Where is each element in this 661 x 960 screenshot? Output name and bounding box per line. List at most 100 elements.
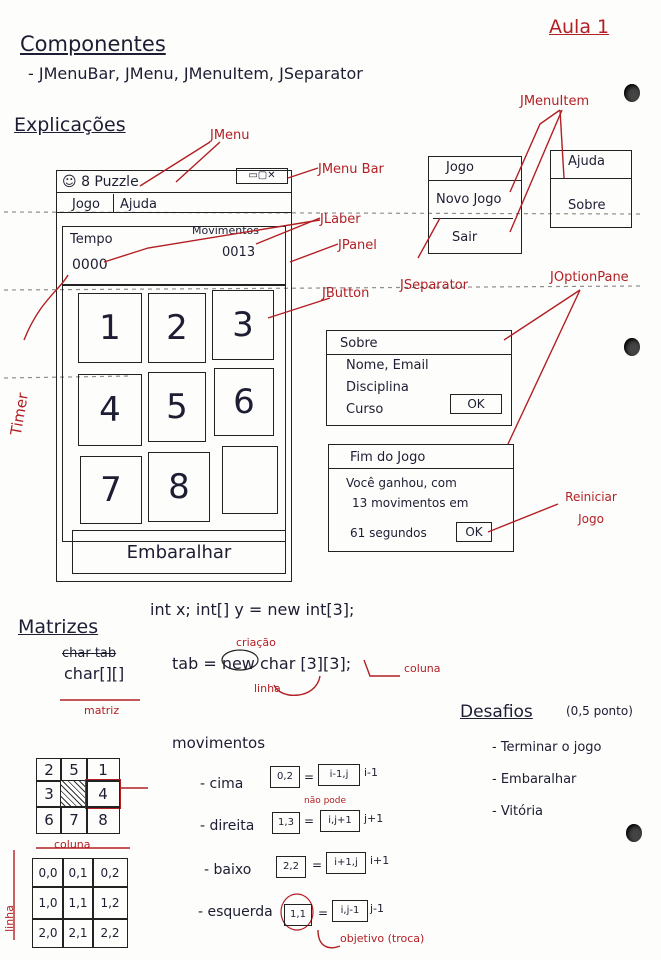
tempo-label: Tempo [70, 232, 113, 247]
label-jmenu: JMenu [210, 128, 250, 143]
menu-separator [113, 194, 114, 212]
index-cell: 0,2 [92, 858, 128, 888]
matrizes-code-2: tab = new char [3][3]; [172, 654, 352, 673]
movimentos-title: movimentos [172, 734, 266, 752]
puzzle-tile[interactable]: 1 [78, 293, 142, 363]
puzzle-tile[interactable]: 3 [212, 290, 274, 360]
punch-hole-middle [624, 338, 640, 356]
mov-label-direita: - direita [200, 818, 255, 834]
menu-item-sobre[interactable]: Sobre [568, 198, 606, 213]
desafio-item-3: - Vitória [492, 804, 544, 819]
sobre-dialog [326, 330, 512, 426]
mov-label-cima: - cima [200, 776, 244, 792]
fim-dialog [328, 444, 514, 552]
fim-title-divider [329, 468, 513, 469]
sobre-ok-label: OK [467, 397, 485, 411]
index-cell: 2,2 [92, 918, 128, 948]
mov-cell-direita: 1,3 [272, 812, 300, 834]
sobre-line-2: Disciplina [346, 380, 409, 395]
fim-dialog-title: Fim do Jogo [350, 450, 426, 465]
mov-label-baixo: - baixo [204, 862, 252, 878]
aula-label: Aula 1 [549, 16, 610, 38]
puzzle-tile[interactable]: 4 [78, 374, 142, 446]
mov-eq: = [312, 858, 323, 872]
puzzle-icon: ☺ [62, 174, 77, 190]
tempo-value: 0000 [72, 257, 108, 273]
index-cell: 1,1 [62, 886, 94, 920]
example-cell-empty [60, 780, 88, 808]
objetivo-note: objetivo (troca) [340, 932, 425, 945]
window-title: ☺ 8 Puzzle [62, 174, 139, 190]
fim-line-1: Você ganhou, com [346, 476, 457, 490]
mov-cell-esquerda: 1,1 [284, 904, 312, 926]
mov-note-cima: i-1 [364, 766, 379, 779]
info-panel [62, 226, 286, 286]
menu-separator-line [433, 218, 513, 219]
fim-ok-label: OK [465, 525, 483, 539]
window-frame [56, 170, 292, 582]
example-cell: 5 [60, 758, 88, 782]
mov-target-direita: i,j+1 [320, 810, 360, 832]
index-cell: 1,2 [92, 886, 128, 920]
puzzle-tile[interactable]: 7 [80, 456, 142, 524]
sobre-line-1: Nome, Email [346, 358, 429, 373]
menu-item-novo-jogo[interactable]: Novo Jogo [436, 192, 502, 207]
mov-cell-text: 1,3 [278, 817, 294, 828]
window-controls[interactable]: ▭▢✕ [236, 168, 288, 184]
menubar-line [57, 192, 291, 193]
mov-target-text: i,j+1 [328, 815, 352, 826]
mov-note-baixo: i+1 [370, 854, 390, 867]
example-cell: 7 [60, 806, 88, 834]
mov-eq: = [304, 770, 315, 784]
label-jbutton: JButton [322, 286, 370, 301]
puzzle-tile[interactable]: 8 [148, 452, 210, 522]
index-cell: 2,1 [62, 918, 94, 948]
mov-note-direita: j+1 [364, 812, 384, 825]
mov-target-text: i-1,j [329, 769, 349, 780]
menu-jogo[interactable]: Jogo [72, 197, 100, 212]
mov-target-cima: i-1,j [318, 764, 360, 786]
puzzle-tile-empty[interactable] [222, 446, 278, 514]
movimentos-value: 0013 [222, 245, 256, 260]
label-jmenubar: JMenu Bar [318, 162, 384, 177]
jogo-menu-divider [429, 180, 521, 181]
coluna-note: coluna [404, 662, 441, 675]
shuffle-button[interactable]: Embaralhar [72, 530, 286, 574]
example-cell: 8 [86, 806, 120, 834]
fim-line-2: 13 movimentos em [352, 496, 469, 510]
sobre-ok-button[interactable]: OK [450, 394, 502, 414]
label-joptionpane: JOptionPane [550, 270, 629, 285]
jogo-menu-title[interactable]: Jogo [446, 160, 474, 175]
fim-ok-button[interactable]: OK [456, 522, 492, 542]
ajuda-menu-title[interactable]: Ajuda [568, 154, 605, 169]
mov-target-esquerda: i,j-1 [332, 900, 368, 922]
index-cell: 0,0 [32, 858, 64, 888]
label-jlabel: JLaber [320, 212, 361, 227]
index-cell: 2,0 [32, 918, 64, 948]
menu-item-sair[interactable]: Sair [452, 230, 478, 245]
nao-pode-note: não pode [304, 796, 347, 806]
mov-eq: = [304, 814, 315, 828]
matrizes-struck: char tab [62, 646, 117, 661]
movimentos-label: Movimentos [192, 224, 260, 237]
mov-cell-text: 0,2 [277, 771, 293, 782]
index-cell: 1,0 [32, 886, 64, 920]
punch-hole-top [624, 84, 640, 102]
menu-ajuda[interactable]: Ajuda [120, 197, 157, 212]
mov-target-text: i,j-1 [340, 905, 360, 916]
ajuda-menu [550, 150, 632, 228]
desafio-item-2: - Embaralhar [492, 772, 577, 787]
desafios-points: (0,5 ponto) [566, 704, 633, 718]
puzzle-tile[interactable]: 6 [214, 368, 274, 436]
mov-eq: = [318, 906, 329, 920]
puzzle-tile[interactable]: 5 [148, 372, 206, 442]
label-reiniciar: Reiniciar Jogo [565, 490, 617, 526]
desafios-title: Desafios [460, 702, 533, 722]
example-cell: 4 [85, 779, 121, 809]
mov-cell-text: 1,1 [290, 909, 306, 920]
explicacoes-heading: Explicações [14, 114, 126, 136]
mov-target-text: i+1,j [334, 857, 358, 868]
puzzle-tile[interactable]: 2 [148, 293, 206, 363]
index-linha-label: linha [2, 905, 16, 932]
